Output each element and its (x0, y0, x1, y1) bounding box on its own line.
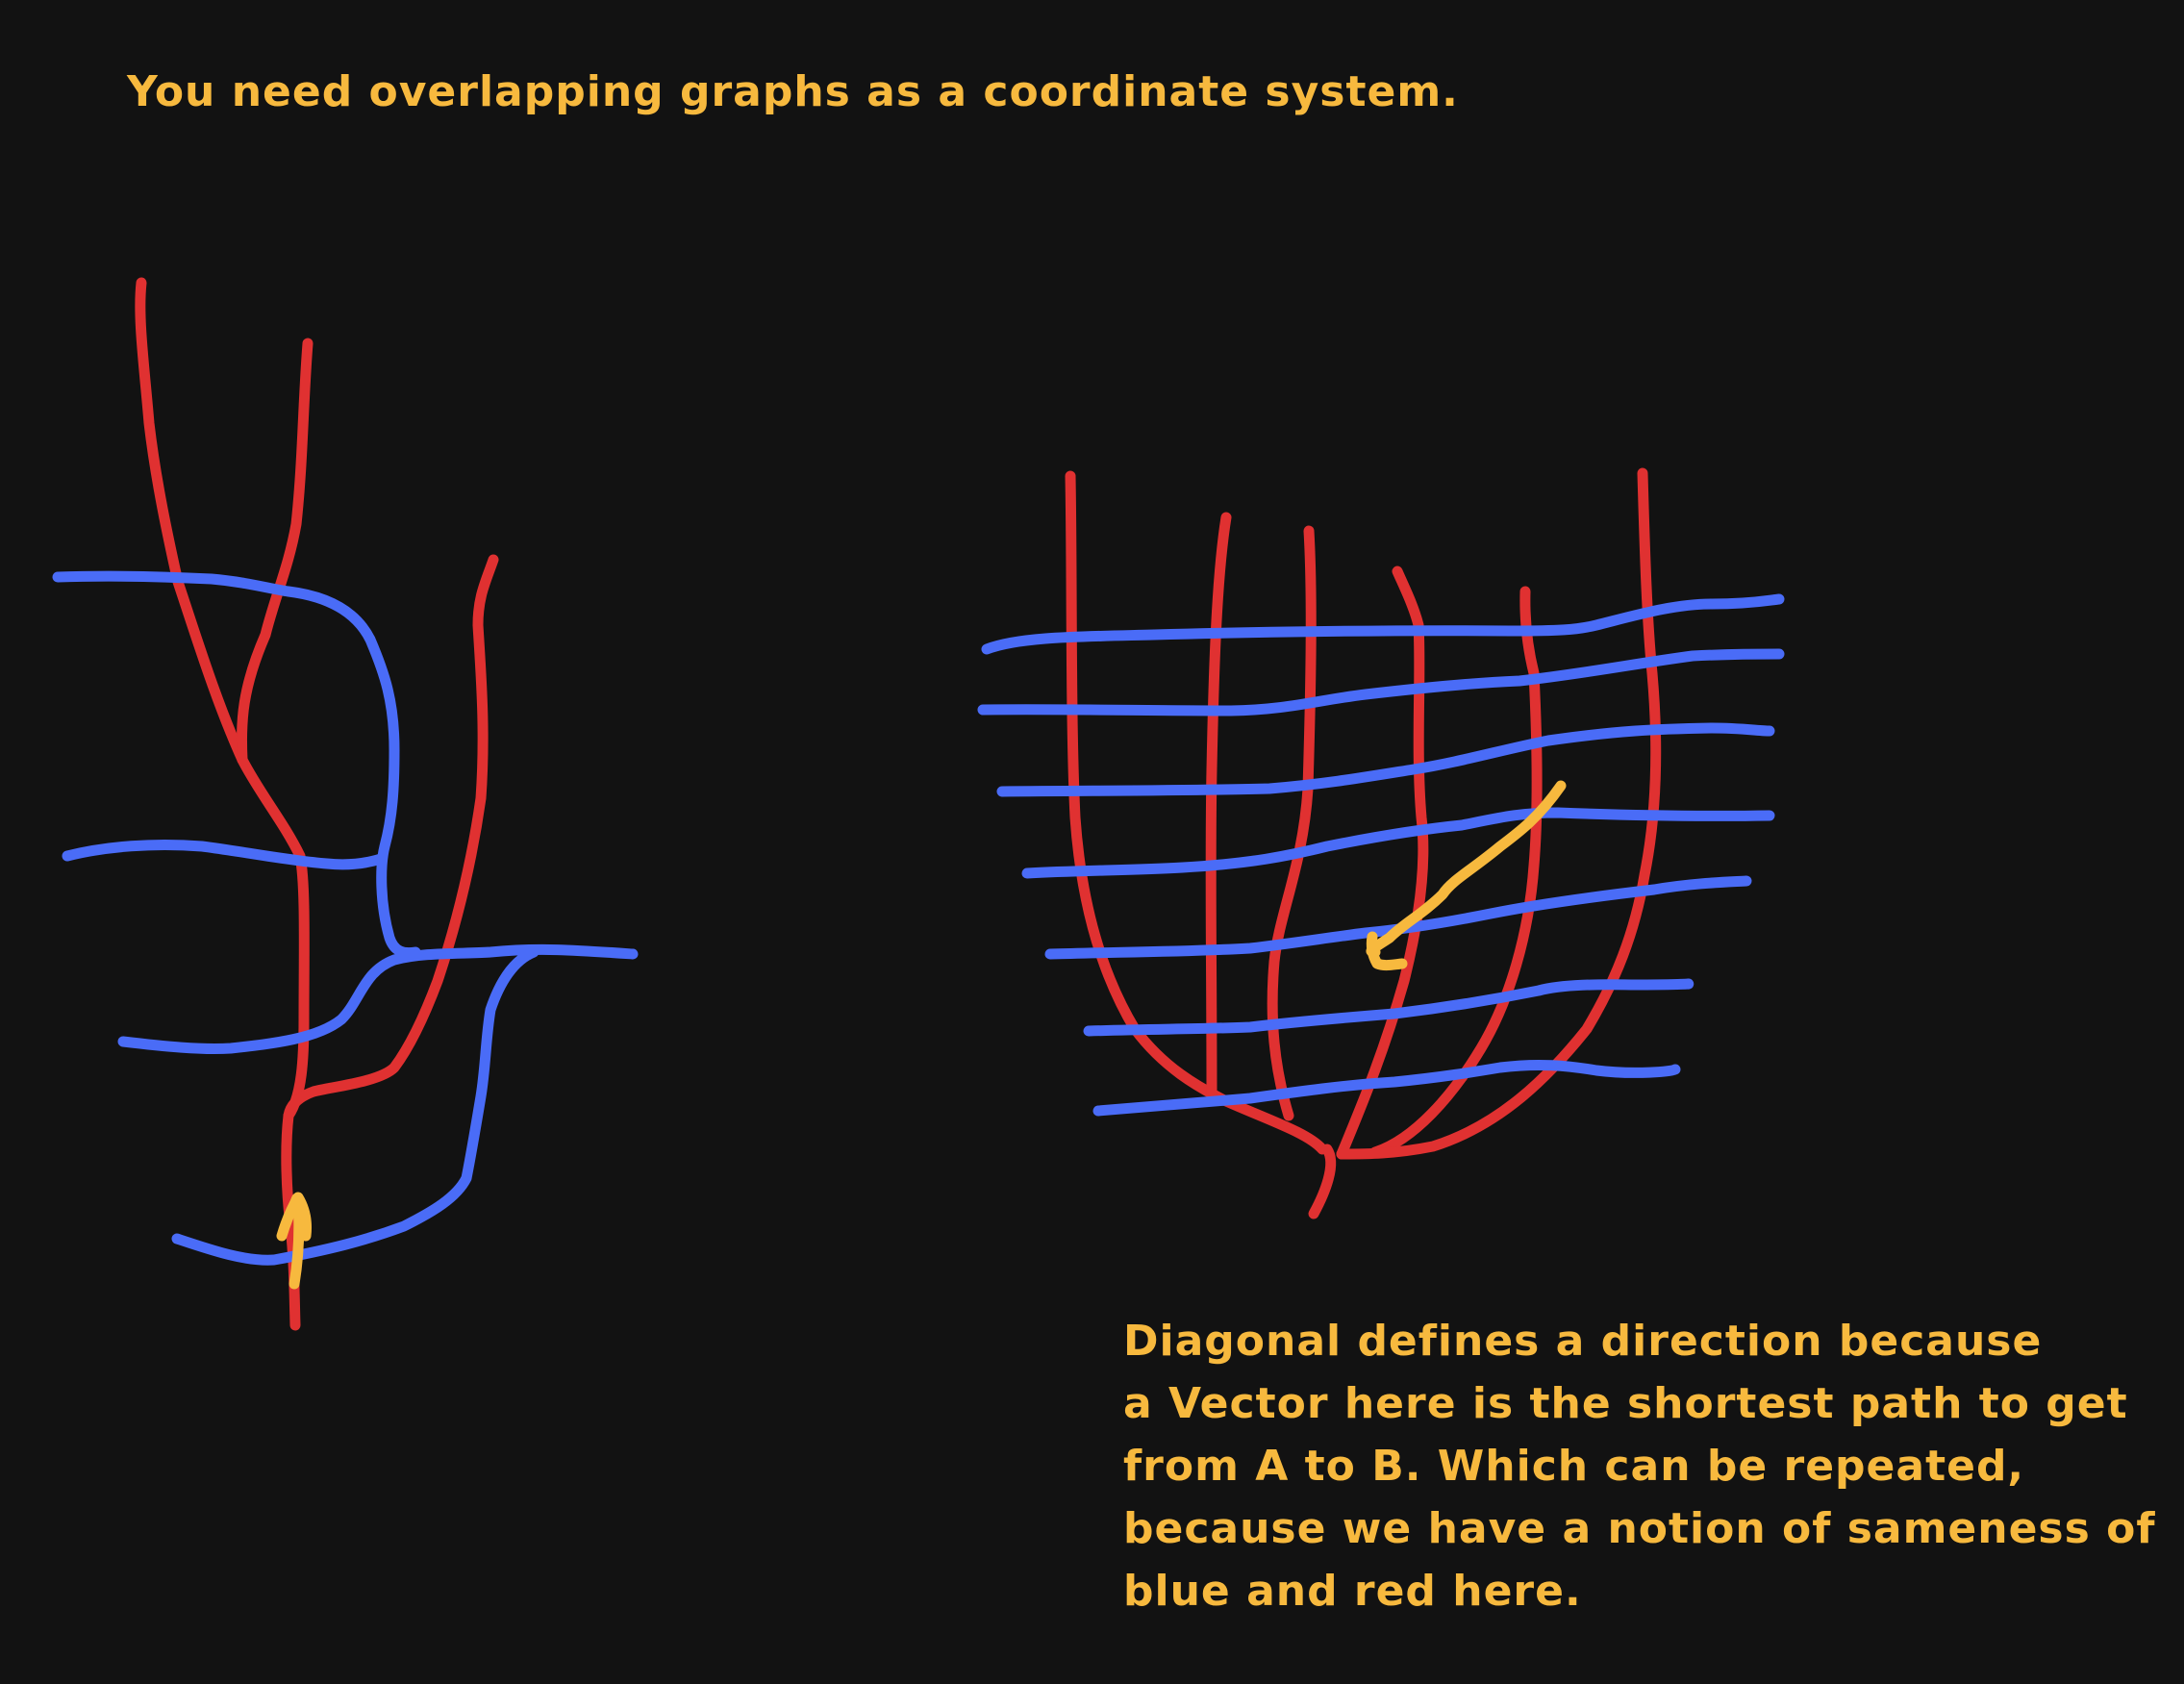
grid-red-line-4 (1336, 566, 1429, 1160)
irregular-blue-lines (52, 570, 639, 1266)
diagonal-arrow-head (1366, 931, 1408, 971)
caption-line: from A to B. Which can be repeated, (1123, 1442, 2025, 1491)
up-arrow-icon (276, 1192, 312, 1290)
regular-grid-sketch (977, 467, 1785, 1219)
blue-curve-3 (117, 943, 639, 1055)
grid-blue-line-6 (1083, 978, 1694, 1037)
red-curve-middle-branch (236, 338, 314, 766)
caption-note: Diagonal defines a direction because a V… (1123, 1310, 2162, 1622)
grid-red-line-2 (1205, 512, 1232, 1102)
blue-curve-1 (52, 570, 421, 959)
grid-blue-line-5 (1044, 875, 1752, 960)
grid-blue-lines (977, 593, 1785, 1117)
up-arrow-head (276, 1192, 312, 1242)
red-curve-left-branch (135, 277, 310, 1331)
grid-red-line-1 (1065, 470, 1328, 1155)
grid-blue-line-1 (981, 593, 1785, 655)
caption-line: because we have a notion of sameness of (1123, 1504, 2156, 1553)
diagonal-arrow-icon (1366, 780, 1567, 971)
grid-red-line-5 (1369, 586, 1543, 1158)
grid-red-stem (1308, 1144, 1337, 1219)
caption-line: blue and red here. (1123, 1567, 1582, 1616)
red-curve-right-branch (283, 554, 499, 1121)
blue-curve-2 (62, 839, 387, 870)
grid-blue-line-2 (977, 648, 1785, 716)
diagonal-arrow-shaft (1366, 780, 1567, 958)
grid-blue-line-4 (1021, 807, 1775, 879)
caption-line: Diagonal defines a direction because (1123, 1317, 2043, 1366)
caption-line: a Vector here is the shortest path to ge… (1123, 1379, 2128, 1428)
blue-curve-4 (171, 946, 540, 1266)
irregular-red-lines (135, 277, 499, 1331)
irregular-graph-sketch (52, 277, 639, 1331)
grid-blue-line-7 (1092, 1059, 1681, 1117)
grid-blue-line-3 (996, 722, 1775, 797)
grid-red-line-6 (1336, 467, 1662, 1160)
title-note: You need overlapping graphs as a coordin… (127, 67, 1459, 116)
